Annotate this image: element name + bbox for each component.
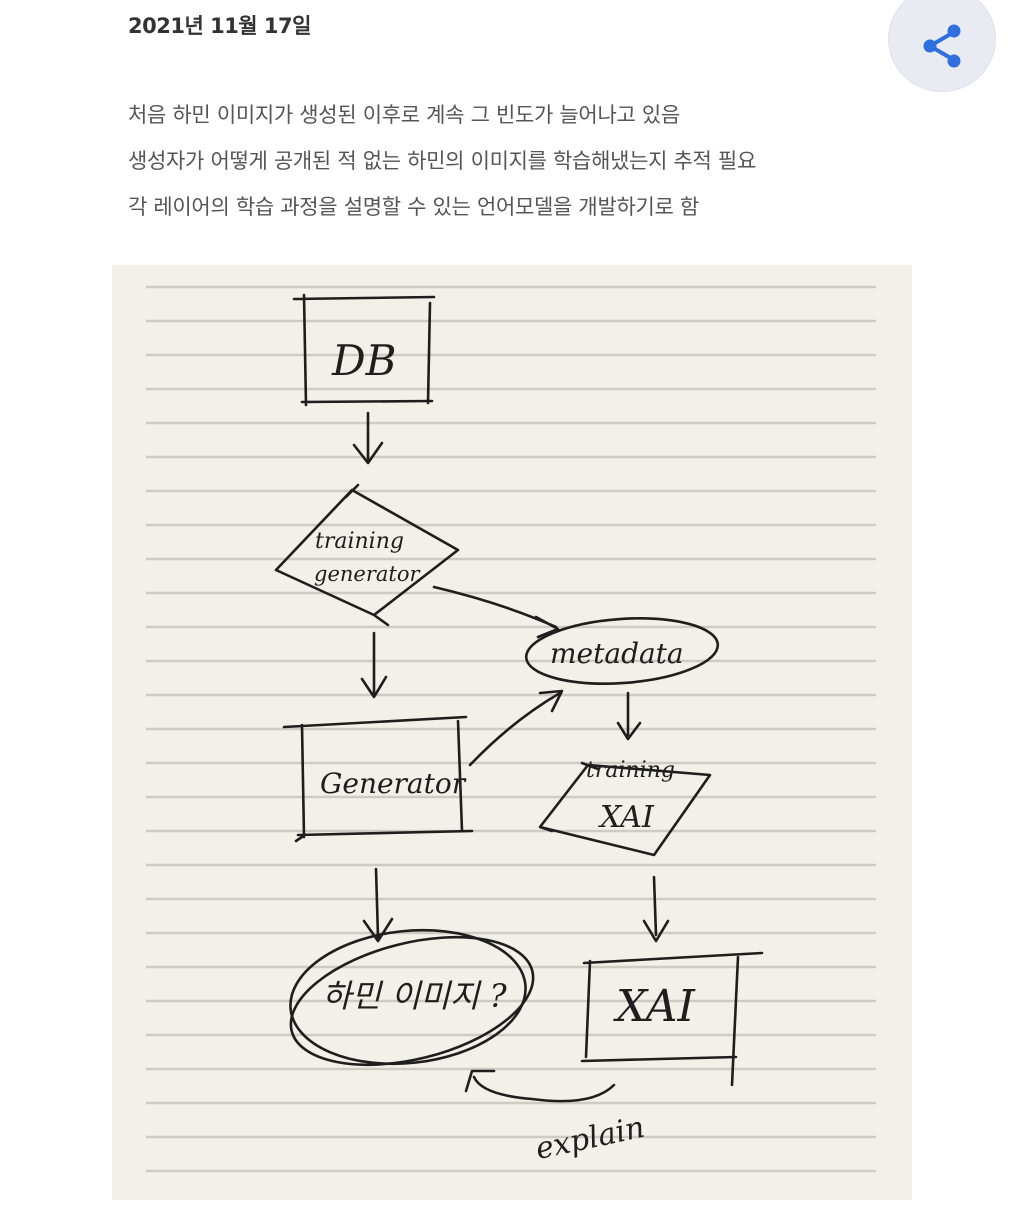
xai-label: XAI bbox=[613, 981, 697, 1032]
post-body-line: 처음 하민 이미지가 생성된 이후로 계속 그 빈도가 늘어나고 있음 bbox=[128, 103, 680, 127]
flowchart-drawing: DB training generator metadata Generator… bbox=[146, 285, 876, 1173]
metadata-label: metadata bbox=[550, 637, 684, 670]
training-generator-diamond bbox=[274, 483, 460, 627]
training-generator-label-line1: training bbox=[315, 529, 404, 554]
share-icon bbox=[923, 24, 961, 68]
post-body-line: 생성자가 어떻게 공개된 적 없는 하민의 이미지를 학습해냈는지 추적 필요 bbox=[128, 149, 756, 173]
arrow-metadata-to-training-xai bbox=[616, 691, 642, 741]
db-label: DB bbox=[331, 336, 397, 385]
arrow-training-xai-to-xai bbox=[642, 875, 670, 943]
handwritten-flowchart-image: DB training generator metadata Generator… bbox=[112, 265, 912, 1200]
arrow-generator-to-hamin-image bbox=[362, 867, 394, 943]
post-date: 2021년 11월 17일 bbox=[128, 14, 311, 38]
arrow-db-to-training-generator bbox=[352, 411, 384, 465]
hamin-image-ellipse-outer bbox=[289, 935, 535, 1067]
hamin-image-ellipse bbox=[289, 928, 527, 1066]
generator-box bbox=[282, 715, 474, 843]
training-generator-label-line2: generator bbox=[314, 562, 421, 586]
arrow-xai-to-hamin-image bbox=[464, 1069, 616, 1103]
arrow-training-generator-to-generator bbox=[360, 631, 388, 699]
explain-label: explain bbox=[533, 1110, 648, 1167]
post-body-line: 각 레이어의 학습 과정을 설명할 수 있는 언어모델을 개발하기로 함 bbox=[128, 195, 699, 219]
arrow-generator-to-metadata bbox=[468, 689, 564, 767]
training-xai-label-line1: training bbox=[586, 758, 675, 783]
training-xai-label-line2: XAI bbox=[598, 800, 655, 835]
metadata-ellipse bbox=[524, 617, 720, 685]
share-button[interactable] bbox=[888, 0, 996, 92]
notebook-ruled-lines bbox=[146, 285, 876, 1173]
arrow-training-generator-to-metadata bbox=[432, 585, 560, 639]
post-body: 처음 하민 이미지가 생성된 이후로 계속 그 빈도가 늘어나고 있음 생성자가… bbox=[128, 96, 988, 234]
hamin-image-label: 하민 이미지 ? bbox=[322, 977, 508, 1015]
xai-box bbox=[580, 951, 764, 1087]
training-xai-diamond bbox=[538, 761, 712, 857]
generator-label: Generator bbox=[320, 767, 467, 800]
db-box bbox=[292, 293, 436, 407]
